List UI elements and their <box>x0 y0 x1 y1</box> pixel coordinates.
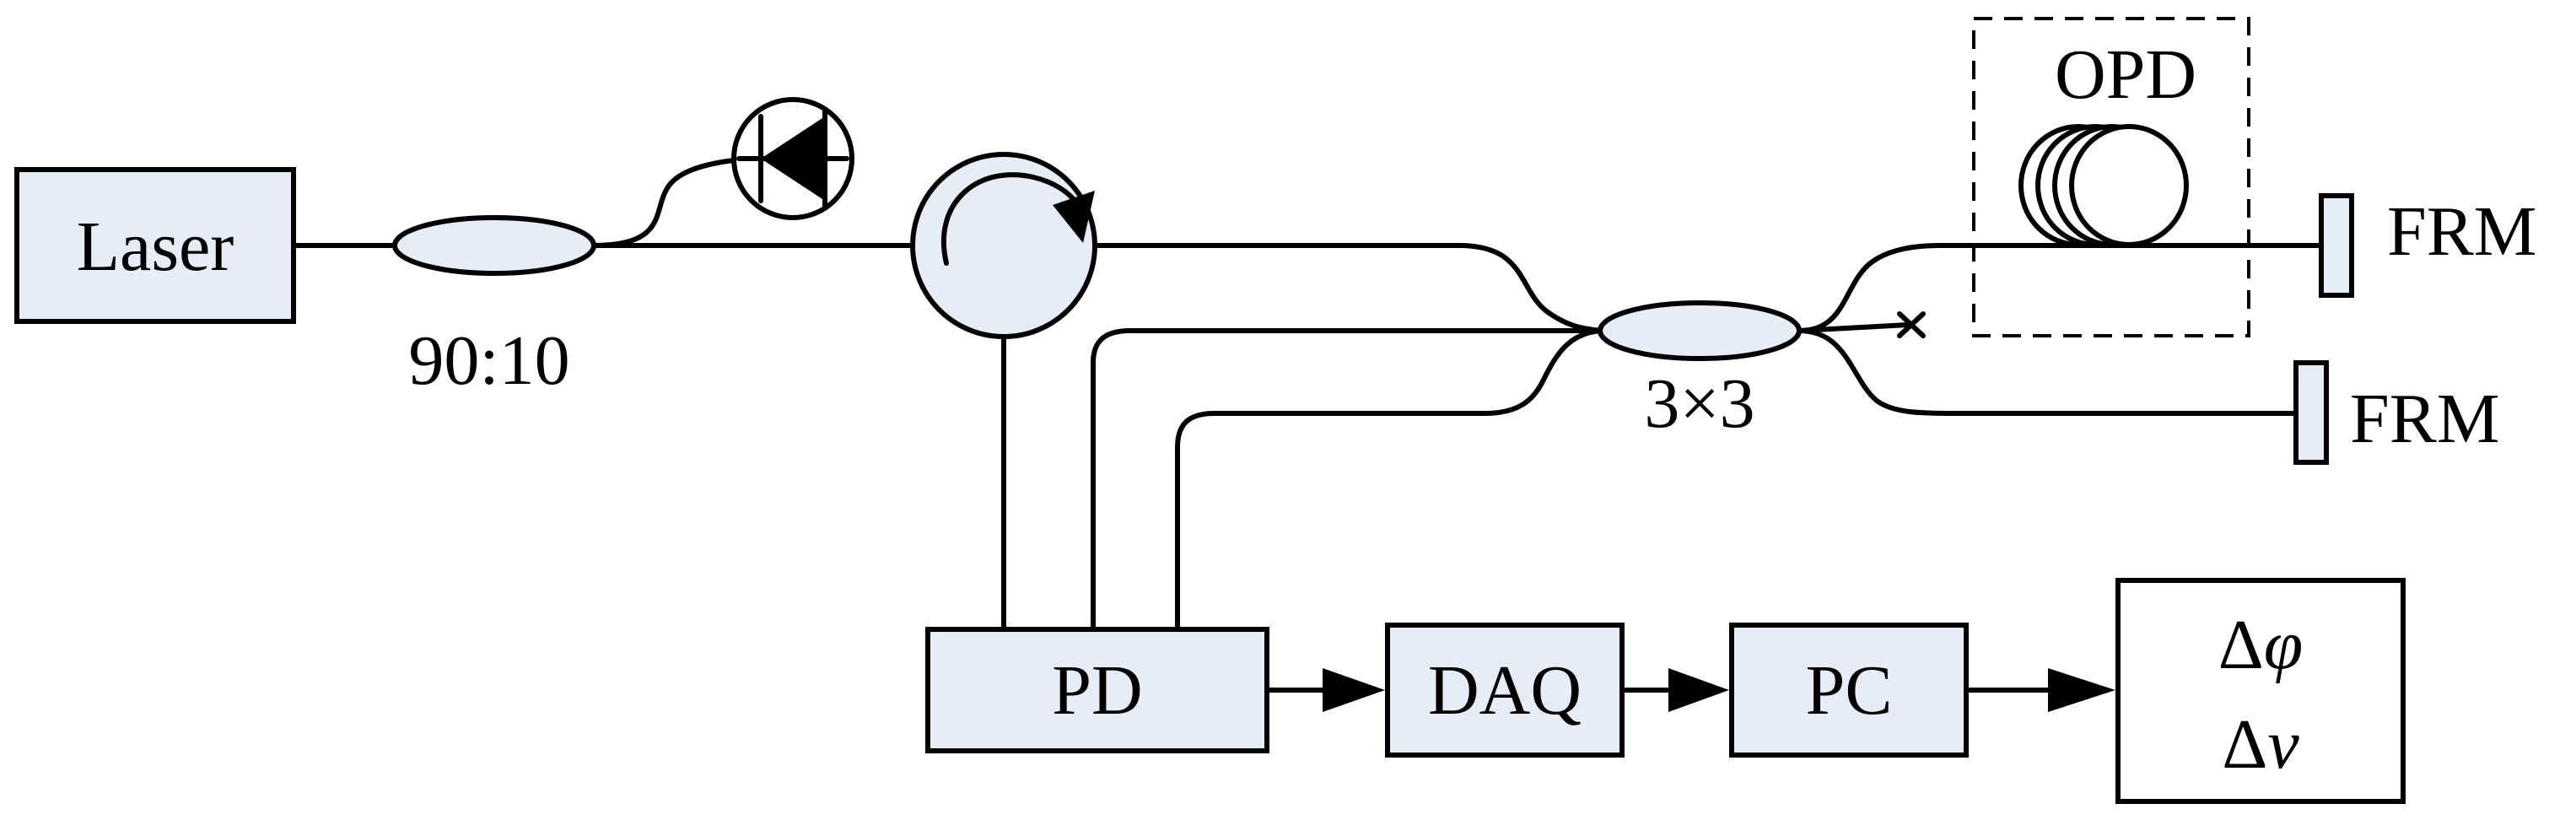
output-block: Δφ Δv <box>2115 578 2406 804</box>
freq-delta: Δ <box>2222 705 2267 784</box>
pc-block: PC <box>1729 623 1969 758</box>
arrow-daq-to-pc <box>1619 668 1729 712</box>
frm-bottom-label: FRM <box>2350 380 2499 458</box>
frm-top-label: FRM <box>2387 192 2536 271</box>
frequency-output: Δv <box>2222 705 2299 784</box>
daq-block: DAQ <box>1385 623 1625 758</box>
fiber-3x3-to-opd <box>1797 243 2324 333</box>
opd-block: OPD <box>1972 17 2250 337</box>
arrow-pd-to-daq <box>1264 668 1385 712</box>
fiber-circulator-to-3x3-a <box>1092 243 1603 333</box>
coupler-3x3: 3×3 <box>1598 300 1802 443</box>
pc-label: PC <box>1806 651 1893 730</box>
phase-output: Δφ <box>2218 606 2304 684</box>
pd-label: PD <box>1052 651 1142 730</box>
freq-symbol: v <box>2267 705 2299 784</box>
coupler-3x3-label: 3×3 <box>1644 364 1754 443</box>
coupler-ratio-label: 90:10 <box>408 321 569 400</box>
fiber-tap-to-monitor <box>591 158 736 248</box>
circulator-icon <box>910 152 1097 339</box>
phase-symbol: φ <box>2264 606 2303 684</box>
frm-top: FRM <box>2319 192 2536 298</box>
fiber-3x3-to-frm-bottom <box>1797 328 2298 416</box>
coupler-90-10: 90:10 <box>392 215 596 400</box>
fiber-3x3-to-pd-c <box>1175 328 1603 632</box>
laser-label: Laser <box>77 208 234 286</box>
laser-block: Laser <box>14 167 296 324</box>
opd-label: OPD <box>2055 35 2196 114</box>
daq-label: DAQ <box>1428 651 1582 730</box>
frm-bottom: FRM <box>2293 360 2499 465</box>
cross-icon <box>1897 311 1926 338</box>
photodiode-icon <box>731 97 854 220</box>
arrow-pc-to-output <box>1964 668 2115 712</box>
fiber-3x3-to-pd-b <box>1091 328 1603 632</box>
phase-delta: Δ <box>2218 606 2264 684</box>
fiber-3x3-terminated <box>1797 322 1910 333</box>
pd-block: PD <box>925 627 1269 753</box>
fiber-coil-icon <box>2018 124 2189 247</box>
